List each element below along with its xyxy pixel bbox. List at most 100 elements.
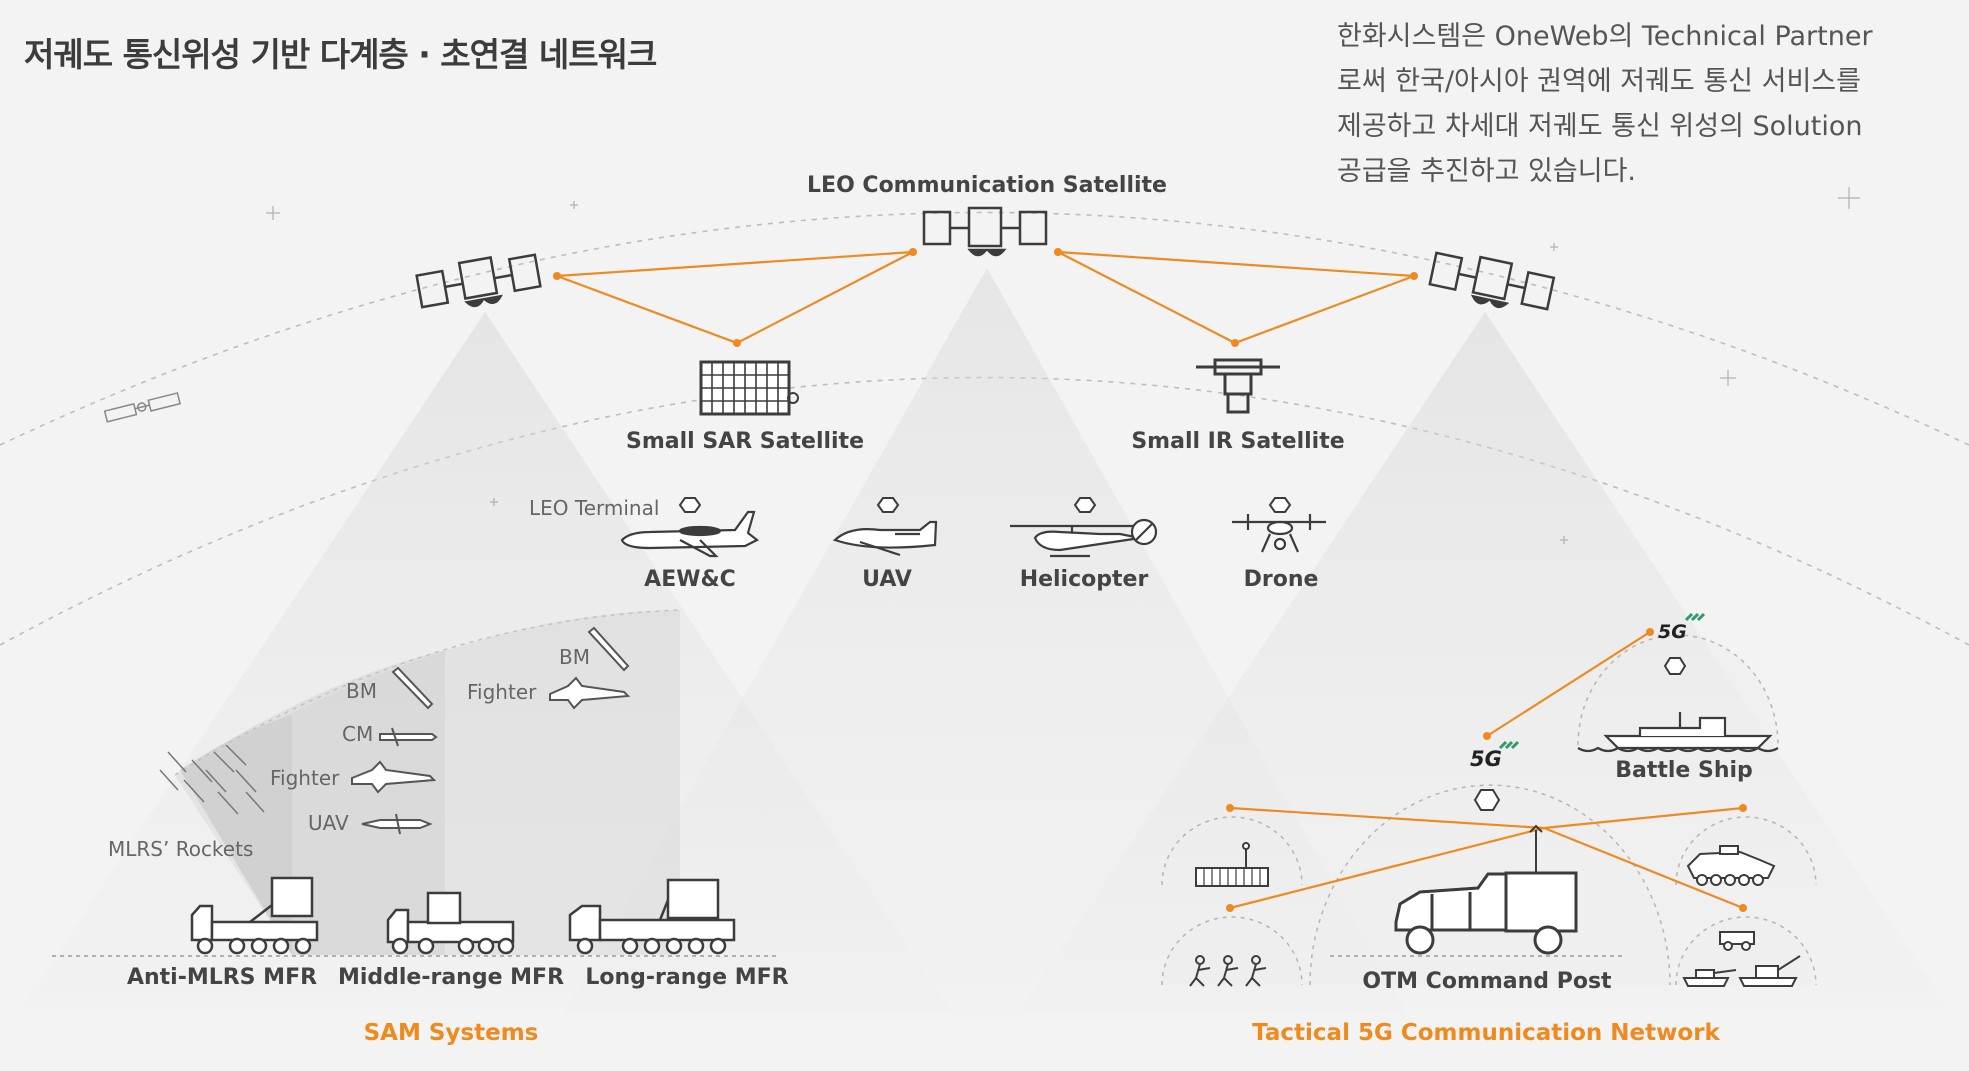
- link-node: [1231, 339, 1239, 347]
- aircraft-label-drone: Drone: [1244, 567, 1319, 592]
- coverage-short: [180, 715, 292, 955]
- link-node: [1226, 904, 1234, 912]
- link-5g: [1486, 631, 1651, 737]
- helicopter-icon: [1010, 518, 1158, 558]
- threat-label-rockets: MLRS’ Rockets: [108, 837, 253, 861]
- bm-missile-icon: [587, 626, 630, 672]
- link-nodes: [553, 248, 1747, 912]
- link-node: [553, 272, 561, 280]
- leo-terminal-icon: [1663, 657, 1687, 675]
- sparkle-icon: [1560, 536, 1568, 544]
- bm-missile-icon: [391, 666, 434, 710]
- leo-satellite-center-icon: [922, 206, 1048, 257]
- link-node: [1483, 732, 1491, 740]
- leo-terminal-icon: [1473, 789, 1501, 811]
- beam-right: [1020, 312, 1950, 1010]
- command-post-label: OTM Command Post: [1362, 969, 1612, 994]
- aircraft-label-helicopter: Helicopter: [1020, 567, 1149, 592]
- rocket-streaks-icon: [159, 744, 265, 815]
- aircraft-label-uav: UAV: [862, 567, 912, 592]
- fighter-jet-icon: [351, 760, 437, 794]
- battle-ship-label: Battle Ship: [1615, 758, 1753, 783]
- sparkles: [266, 187, 1860, 544]
- link-node: [733, 339, 741, 347]
- sparkle-icon: [266, 206, 280, 220]
- threat-icons: [351, 626, 631, 835]
- link-node: [1410, 272, 1418, 280]
- infantry-icon: [1189, 955, 1267, 987]
- description-line: 제공하고 차세대 저궤도 통신 위성의 Solution: [1337, 111, 1863, 142]
- description-line: 로써 한국/아시아 권역에 저궤도 통신 서비스를: [1337, 66, 1861, 97]
- sparkle-icon: [1838, 187, 1860, 209]
- sparkle-icon: [490, 498, 498, 506]
- description-line: 한화시스템은 OneWeb의 Technical Partner: [1337, 21, 1873, 52]
- link-node: [909, 248, 917, 256]
- link-mesh-2: [1229, 826, 1545, 910]
- orbit-arcs: [0, 211, 1969, 646]
- sparkle-icon: [570, 201, 578, 209]
- drone-icon: [1232, 514, 1326, 553]
- leo-satellite-label: LEO Communication Satellite: [807, 173, 1167, 198]
- threat-label-bm: BM: [559, 645, 590, 669]
- five-g-label: 5G: [1658, 621, 1687, 643]
- threat-label-cm: CM: [342, 722, 373, 746]
- leo-terminal-icon: [1268, 497, 1292, 513]
- uav-aircraft-icon: [832, 520, 938, 557]
- page-title: 저궤도 통신위성 기반 다계층 · 초연결 네트워크: [24, 35, 657, 74]
- description: 한화시스템은 OneWeb의 Technical Partner 로써 한국/아…: [1337, 14, 1957, 194]
- armored-vehicle-icon: [1686, 845, 1776, 886]
- radar-label-long-range: Long-range MFR: [585, 965, 788, 990]
- satellite-links: [556, 250, 1744, 910]
- threat-label-uav: UAV: [308, 811, 349, 835]
- threat-label-fighter: Fighter: [270, 766, 340, 790]
- sar-satellite-icon: [699, 360, 799, 416]
- aewc-aircraft-icon: [620, 510, 760, 558]
- long-range-truck-icon: [568, 878, 736, 955]
- section-label-sam: SAM Systems: [364, 1020, 539, 1046]
- dome-battle-ship: [1577, 634, 1779, 746]
- leo-satellite-left-icon: [415, 253, 542, 309]
- link-mesh-1: [1229, 806, 1545, 830]
- section-label-tactical: Tactical 5G Communication Network: [1252, 1020, 1720, 1046]
- link-node: [1226, 804, 1234, 812]
- threat-label-fighter: Fighter: [467, 680, 537, 704]
- uav-threat-icon: [361, 813, 433, 835]
- distant-satellite-icon: [103, 392, 181, 423]
- dome-infantry: [1161, 916, 1303, 986]
- ir-satellite-label: Small IR Satellite: [1131, 429, 1344, 454]
- leo-terminal-icon: [1073, 497, 1097, 513]
- orbit-arc-outer: [0, 211, 1969, 446]
- description-line: 공급을 추진하고 있습니다.: [1337, 156, 1636, 187]
- middle-range-truck-icon: [386, 891, 515, 955]
- leo-terminal-icon: [876, 497, 900, 513]
- sparkle-icon: [1550, 243, 1558, 251]
- five-g-badge-lower: 5G: [1470, 740, 1520, 771]
- tanks-icon: [1682, 931, 1801, 987]
- command-post-vehicle-icon: [1394, 824, 1578, 955]
- leo-terminal-markers: [678, 497, 1687, 811]
- threat-labels: LEO Terminal BM BM Fighter CM Fighter UA…: [108, 496, 659, 861]
- radar-unit-icon: [1195, 842, 1269, 887]
- link-node: [1054, 248, 1062, 256]
- threat-label-bm: BM: [346, 679, 377, 703]
- five-g-label: 5G: [1470, 747, 1502, 771]
- section-labels: SAM Systems Tactical 5G Communication Ne…: [364, 1020, 1721, 1046]
- ir-satellite-icon: [1196, 358, 1280, 414]
- link-right-triangle: [1057, 250, 1415, 345]
- aircraft-label-aewc: AEW&C: [644, 567, 736, 592]
- anti-mlrs-truck-icon: [190, 876, 319, 955]
- labels: LEO Communication Satellite Small SAR Sa…: [127, 173, 1753, 994]
- radar-label-anti-mlrs: Anti-MLRS MFR: [127, 965, 317, 990]
- five-g-badge-upper: 5G: [1658, 612, 1706, 643]
- link-node: [1739, 804, 1747, 812]
- orbit-arc-inner: [0, 376, 1969, 646]
- link-left-triangle: [556, 250, 914, 345]
- leo-satellite-right-icon: [1428, 251, 1556, 311]
- leo-terminal-icon: [678, 497, 702, 513]
- sar-satellite-label: Small SAR Satellite: [626, 429, 864, 454]
- leo-terminal-label: LEO Terminal: [529, 496, 659, 520]
- link-mesh-3: [1543, 806, 1744, 830]
- fighter-jet-icon: [549, 676, 631, 710]
- cruise-missile-icon: [379, 727, 438, 747]
